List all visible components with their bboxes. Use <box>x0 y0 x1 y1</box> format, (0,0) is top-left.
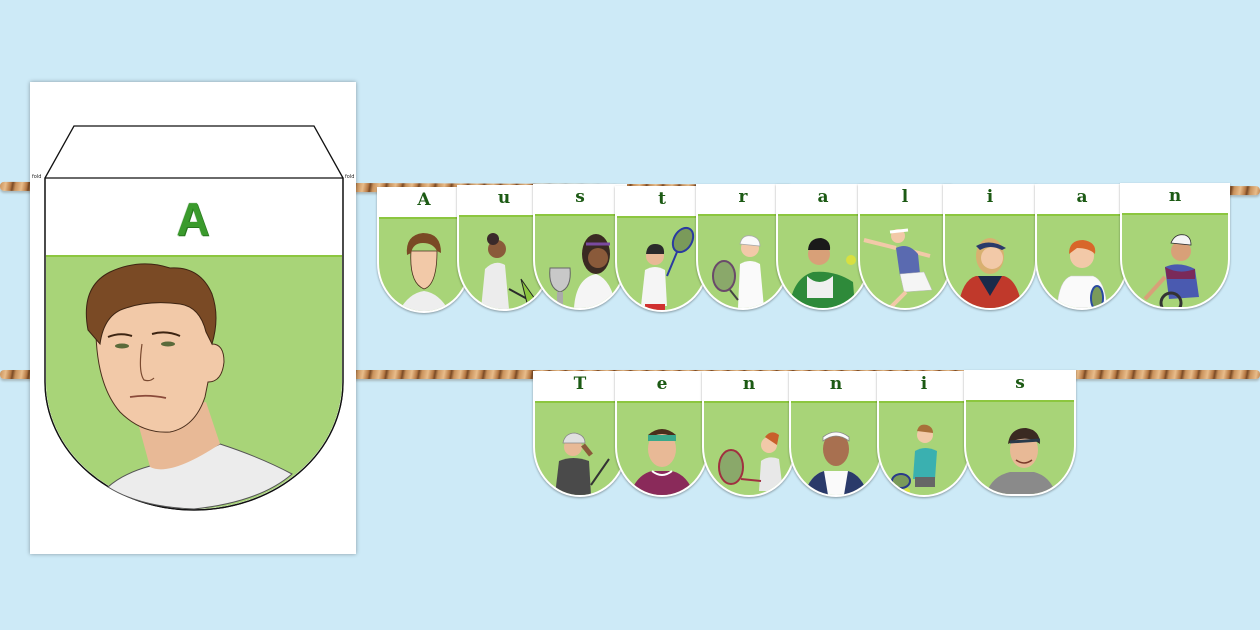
player-illustration-icon <box>958 238 1022 308</box>
flag-row2-0: T <box>533 371 627 497</box>
player-illustration-icon <box>555 432 610 495</box>
flag-letter: s <box>1015 373 1025 393</box>
flag-letter: l <box>901 187 909 207</box>
player-illustration-icon <box>399 233 449 311</box>
player-illustration-icon <box>712 235 764 308</box>
player-illustration-icon <box>863 228 933 308</box>
flag-row2-5: s <box>964 370 1076 496</box>
flag-letter: r <box>738 187 748 207</box>
flag-letter: a <box>1076 187 1088 207</box>
flag-row1-5: a <box>776 184 870 310</box>
flag-row2-1: e <box>615 371 709 497</box>
player-illustration-icon <box>1056 240 1108 308</box>
flag-letter: t <box>658 189 666 209</box>
flag-letter: A <box>417 190 431 210</box>
player-illustration-icon <box>630 429 694 495</box>
flag-letter: s <box>575 187 585 207</box>
player-illustration-icon <box>1143 234 1199 307</box>
flag-row1-2: s <box>533 184 627 310</box>
flag-letter: a <box>817 187 829 207</box>
player-illustration-icon <box>641 226 695 310</box>
flag-row2-3: n <box>789 371 883 497</box>
flag-letter: n <box>1168 186 1182 206</box>
preview-letter: A <box>176 193 210 245</box>
flag-letter: n <box>829 374 843 394</box>
flag-row2-2: n <box>702 371 796 497</box>
flag-letter: e <box>656 374 668 394</box>
flag-letter: i <box>920 374 928 394</box>
player-illustration-icon <box>718 432 783 491</box>
fold-label-left: fold <box>32 174 42 180</box>
flag-letter: n <box>742 374 756 394</box>
flag-row1-8: a <box>1035 184 1129 310</box>
flag-row1-6: l <box>858 184 952 310</box>
flag-row2-4: i <box>877 371 971 497</box>
flag-letter: i <box>986 187 994 207</box>
flag-letter: u <box>497 188 511 208</box>
player-illustration-icon <box>891 424 937 494</box>
flag-letter: T <box>573 374 587 394</box>
player-illustration-icon <box>804 431 868 495</box>
flag-row1-7: i <box>943 184 1037 310</box>
flag-row1-0: A <box>377 187 471 313</box>
flag-row1-9: n <box>1120 183 1230 309</box>
player-illustration-icon <box>481 233 536 309</box>
player-illustration-icon <box>986 428 1056 494</box>
bunting-preview-sheet: fold fold A <box>30 82 356 554</box>
flag-outline <box>44 125 344 511</box>
player-illustration-icon <box>549 234 616 308</box>
player-illustration-icon <box>789 238 856 308</box>
flag-row1-3: t <box>615 186 709 312</box>
flag-row1-4: r <box>696 184 790 310</box>
fold-label-right: fold <box>345 174 355 180</box>
